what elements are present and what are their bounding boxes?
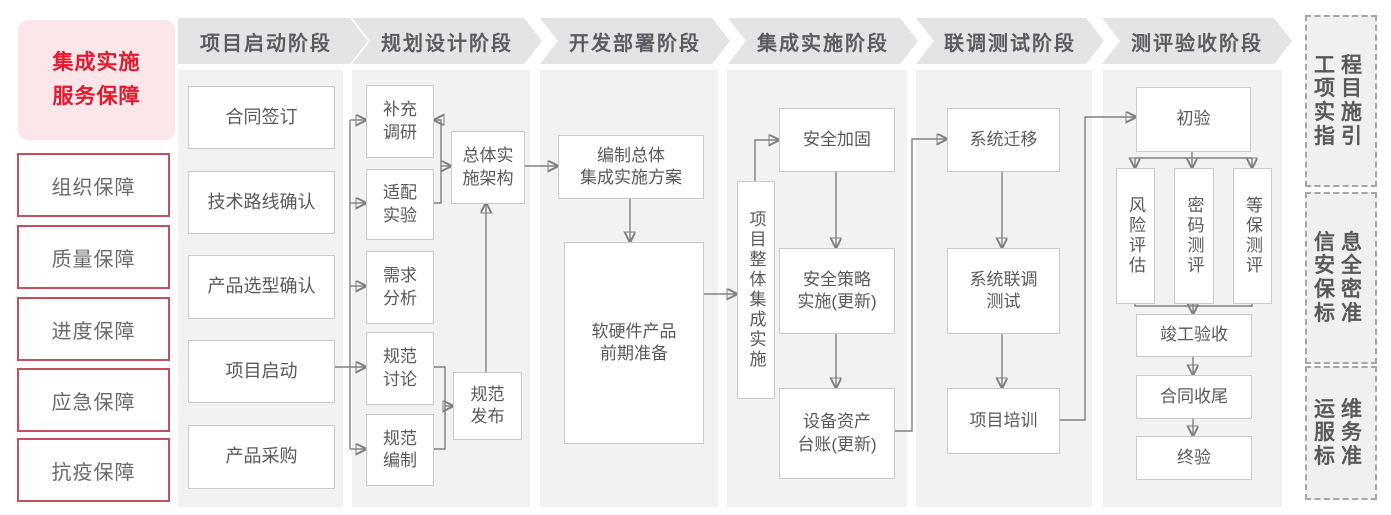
node-system-migration: 系统迁移	[947, 108, 1060, 172]
node-product-procurement: 产品采购	[188, 425, 335, 489]
node-security-hardening: 安全加固	[779, 108, 895, 172]
ref-box-information-security-standards: 信息 安全 保密 标准	[1305, 192, 1377, 364]
phase-header-evaluation-acceptance: 测评验收阶段	[1102, 18, 1292, 64]
node-contract-closure: 合同收尾	[1136, 375, 1252, 419]
node-overall-architecture: 总体实 施架构	[451, 131, 525, 204]
node-spec-release: 规范 发布	[453, 372, 522, 440]
node-contract-signing: 合同签订	[188, 86, 335, 149]
node-initial-acceptance: 初验	[1136, 87, 1251, 152]
phase-header-planning-design: 规划设计阶段	[352, 18, 542, 64]
sidebar-item-quality: 质量保障	[17, 225, 170, 289]
node-risk-assessment: 风险评估	[1116, 168, 1155, 304]
sidebar-item-organization: 组织保障	[17, 153, 170, 217]
node-project-kickoff: 项目启动	[188, 340, 335, 403]
node-adaptation-test: 适配 实验	[366, 169, 434, 240]
sidebar-item-emergency: 应急保障	[17, 368, 170, 432]
phase-header-project-kickoff: 项目启动阶段	[178, 18, 368, 64]
node-spec-discussion: 规范 讨论	[366, 332, 434, 405]
node-supplement-research: 补充 调研	[366, 85, 434, 158]
sidebar-item-schedule: 进度保障	[17, 297, 170, 361]
node-final-acceptance: 终验	[1136, 436, 1252, 480]
node-tech-route-confirm: 技术路线确认	[188, 171, 335, 234]
node-asset-ledger-update: 设备资产 台账(更新)	[779, 388, 895, 479]
node-system-joint-testing: 系统联调 测试	[947, 248, 1060, 334]
node-hw-sw-preparation: 软硬件产品 前期准备	[564, 242, 704, 444]
node-spec-drafting: 规范 编制	[366, 414, 434, 486]
sidebar-item-epidemic: 抗疫保障	[17, 438, 170, 502]
node-completion-acceptance: 竣工验收	[1136, 314, 1252, 357]
phase-header-integration-impl: 集成实施阶段	[728, 18, 918, 64]
ref-box-ops-service-standards: 运维 服务 标准	[1305, 366, 1377, 500]
node-crypto-evaluation: 密码测评	[1174, 168, 1214, 304]
node-mlps-evaluation: 等保测评	[1233, 168, 1272, 304]
phase-header-joint-testing: 联调测试阶段	[916, 18, 1104, 64]
node-requirement-analysis: 需求 分析	[366, 251, 434, 324]
phase-header-dev-deployment: 开发部署阶段	[540, 18, 730, 64]
ref-box-project-implementation-guidelines: 工程 项目 实施 指引	[1305, 15, 1377, 187]
node-security-policy-impl: 安全策略 实施(更新)	[779, 248, 895, 334]
node-project-overall-integration: 项目整体集成实施	[737, 181, 775, 399]
node-overall-plan: 编制总体 集成实施方案	[558, 135, 704, 199]
node-product-selection-confirm: 产品选型确认	[188, 255, 335, 319]
sidebar-title-banner: 集成实施 服务保障	[18, 20, 175, 140]
node-project-training: 项目培训	[947, 388, 1060, 454]
